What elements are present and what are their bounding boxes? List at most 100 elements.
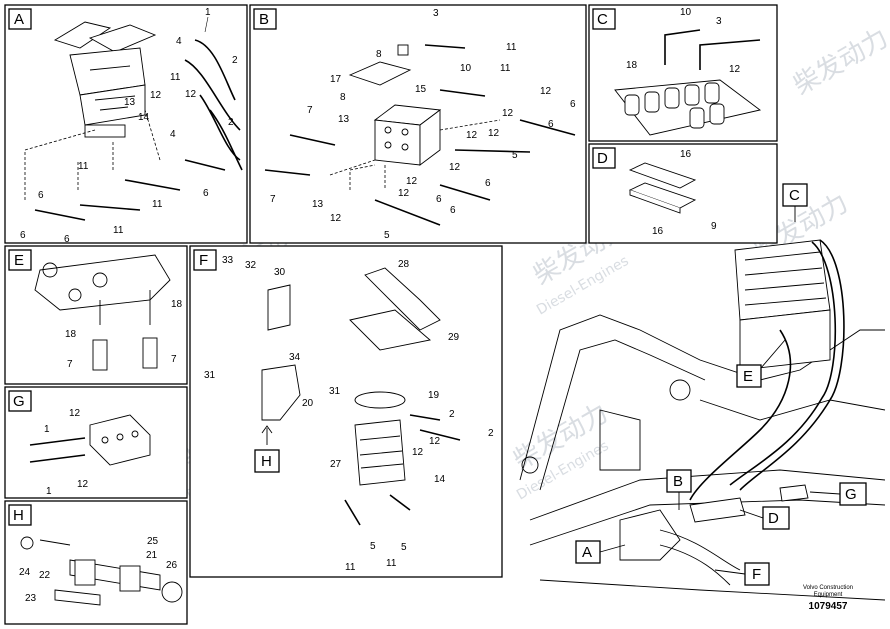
callout: 13 xyxy=(124,97,136,108)
callout: 13 xyxy=(312,199,324,210)
callout: 10 xyxy=(460,63,472,74)
panel-d-label-box xyxy=(592,147,616,169)
callout: 12 xyxy=(540,86,552,97)
callout: 22 xyxy=(39,570,51,581)
callout: 6 xyxy=(436,194,442,205)
callout: 18 xyxy=(626,60,638,71)
detail-tag-c: C xyxy=(789,187,800,204)
callout: 24 xyxy=(19,567,31,578)
machine-frame-drawing xyxy=(519,239,886,601)
panel-c-label-box xyxy=(592,8,616,30)
detail-tag-d: D xyxy=(768,510,779,527)
callout: 12 xyxy=(69,408,81,419)
callout: 12 xyxy=(429,436,441,447)
panel-e-label: E xyxy=(14,252,24,269)
detail-tag-h: H xyxy=(261,453,272,470)
callout: 6 xyxy=(20,230,26,241)
panel-h-label-box xyxy=(8,504,32,526)
callout: 12 xyxy=(185,89,197,100)
control-valve-drawing xyxy=(614,79,762,136)
callout: 12 xyxy=(77,479,89,490)
callout: 27 xyxy=(330,459,342,470)
panel-g: G 12 1 1 12 xyxy=(4,386,188,499)
panel-f: F H 33 32 30 28 29 34 31 20 31 19 2 2 12… xyxy=(189,245,503,578)
callout: 8 xyxy=(376,49,382,60)
panel-a: A 1 4 2 11 12 13 12 14 4 2 11 6 xyxy=(4,4,248,245)
callout: 19 xyxy=(428,390,440,401)
callout: 11 xyxy=(500,63,511,74)
callout: 17 xyxy=(330,74,342,85)
panel-f-label-box xyxy=(193,249,217,271)
detail-tag-b: B xyxy=(673,473,683,490)
callout: 4 xyxy=(170,129,176,140)
callout: 12 xyxy=(330,213,342,224)
callout: 11 xyxy=(152,199,163,210)
callout: 2 xyxy=(232,55,238,66)
detail-tag-h-box xyxy=(254,449,280,473)
callout: 12 xyxy=(150,90,162,101)
panel-d-frame xyxy=(588,143,778,244)
panel-g-label-box xyxy=(8,390,32,412)
panel-a-label-box xyxy=(8,8,32,30)
callout: 18 xyxy=(65,329,77,340)
panel-d: D 16 16 9 xyxy=(588,143,778,244)
detail-tag-e: E xyxy=(743,368,753,385)
callout: 23 xyxy=(25,593,37,604)
callout: 12 xyxy=(466,130,478,141)
callout: 30 xyxy=(274,267,286,278)
callout: 10 xyxy=(680,7,692,18)
callout: 28 xyxy=(398,259,410,270)
callout: 6 xyxy=(38,190,44,201)
callout: 14 xyxy=(138,112,150,123)
callout: 9 xyxy=(711,221,717,232)
panel-g-label: G xyxy=(13,393,25,410)
callout: 31 xyxy=(204,370,216,381)
callout: 11 xyxy=(170,72,181,83)
callout: 2 xyxy=(228,117,234,128)
panel-h-label: H xyxy=(13,507,24,524)
callout: 26 xyxy=(166,560,178,571)
panel-b: B 3 8 11 17 8 10 11 15 12 7 13 12 6 12 xyxy=(249,4,587,244)
panel-a-label: A xyxy=(14,11,24,28)
detail-tag-g: G xyxy=(845,486,857,503)
callout: 31 xyxy=(329,386,341,397)
panel-e: E 18 18 7 7 xyxy=(4,245,188,385)
panel-c: C 10 3 18 12 xyxy=(588,4,778,142)
callout: 12 xyxy=(449,162,461,173)
manifold-block-drawing xyxy=(348,44,442,166)
callout: 4 xyxy=(176,36,182,47)
document-number: 1079457 xyxy=(808,601,848,612)
callout: 1 xyxy=(44,424,50,435)
callout: 6 xyxy=(203,188,209,199)
panel-b-label-box xyxy=(253,8,277,30)
panel-d-label: D xyxy=(597,150,608,167)
callout: 7 xyxy=(67,359,73,370)
callout: 11 xyxy=(506,42,517,53)
callout: 14 xyxy=(434,474,446,485)
callout: 5 xyxy=(384,230,390,241)
panel-h: H 25 21 24 22 26 23 xyxy=(4,500,188,625)
callout: 2 xyxy=(449,409,455,420)
detail-tag-e-box xyxy=(736,364,762,388)
watermark-cn: 柴发动力 xyxy=(789,23,890,101)
callout: 11 xyxy=(386,558,397,569)
callout: 29 xyxy=(448,332,460,343)
callout: 11 xyxy=(345,562,356,573)
callout: 16 xyxy=(680,149,692,160)
callout: 5 xyxy=(370,541,376,552)
pilot-valve-drawing xyxy=(53,21,157,138)
callout: 13 xyxy=(338,114,350,125)
callout: 3 xyxy=(433,8,439,19)
callout: 33 xyxy=(222,255,234,266)
callout: 7 xyxy=(270,194,276,205)
callout: 2 xyxy=(488,428,494,439)
callout: 34 xyxy=(289,352,301,363)
callout: 12 xyxy=(412,447,424,458)
callout: 12 xyxy=(406,176,418,187)
callout: 25 xyxy=(147,536,159,547)
detail-tag-a: A xyxy=(582,544,592,561)
callout: 6 xyxy=(450,205,456,216)
credit-line-1: Volvo Construction xyxy=(802,585,854,591)
detail-tag-f: F xyxy=(752,566,761,583)
